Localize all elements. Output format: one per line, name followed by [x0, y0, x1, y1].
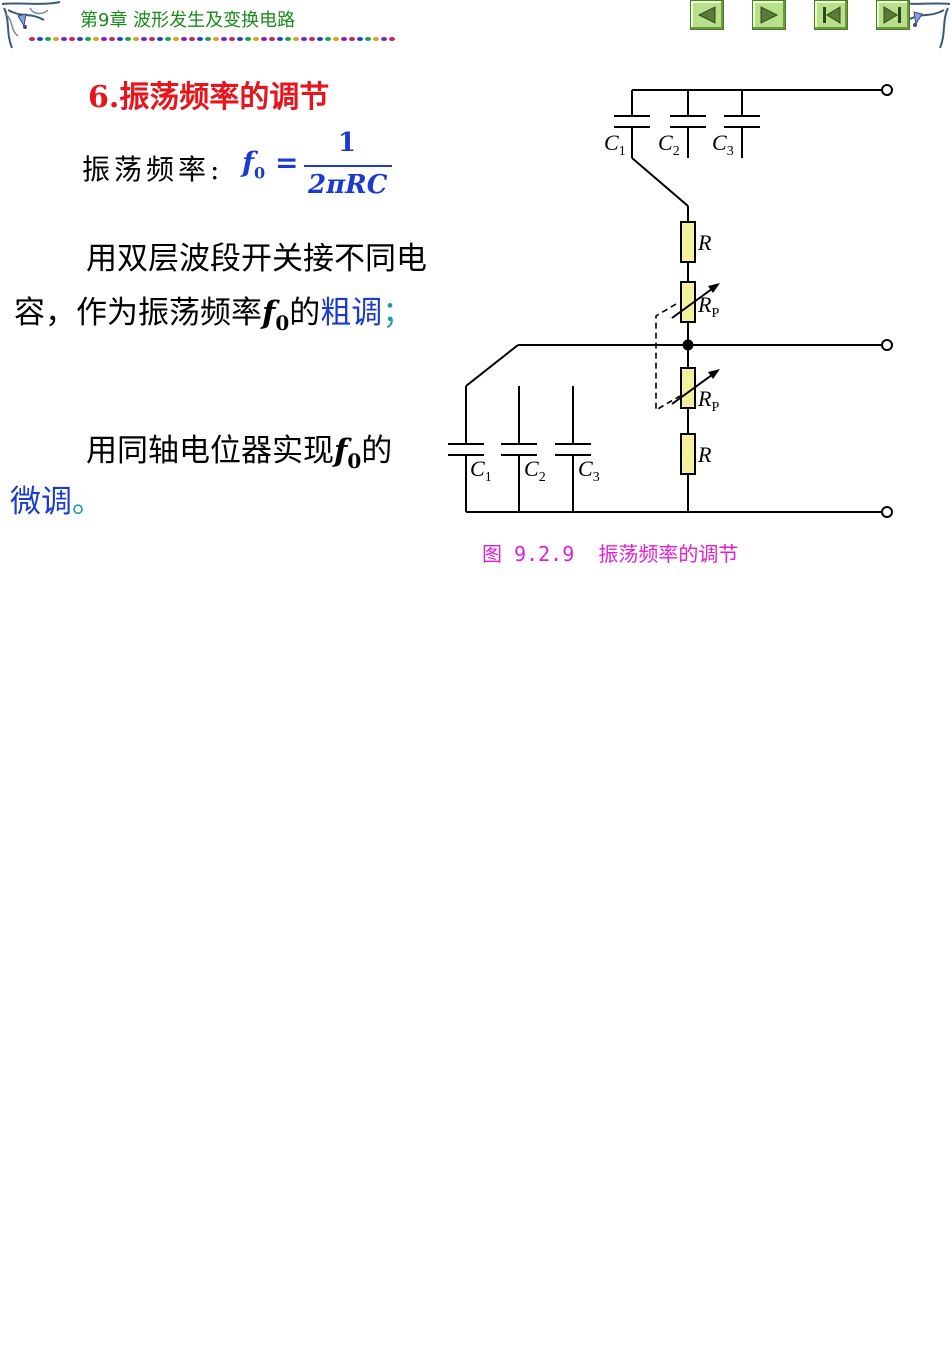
- triangle-right-icon: [760, 6, 779, 24]
- paragraph-coarse-line1: 用双层波段开关接不同电: [86, 241, 427, 277]
- paragraph-coarse-line2: 容，作为振荡频率f0的粗调；: [14, 295, 414, 336]
- terminal-top: [881, 84, 893, 96]
- label-rp-top: RP: [697, 292, 719, 321]
- paragraph-fine-line2: 微调。: [10, 484, 103, 520]
- fine-tuning-term: 微调: [10, 484, 72, 520]
- label-c3-top: C3: [712, 130, 734, 159]
- ganged-link: [655, 303, 681, 412]
- previous-slide-button[interactable]: [690, 0, 724, 30]
- resistor-r-bottom: [680, 433, 696, 475]
- label-rp-bottom: RP: [697, 386, 719, 415]
- next-slide-button[interactable]: [752, 0, 786, 30]
- junction-node: [682, 339, 694, 351]
- figure-caption: 图 9.2.9 振荡频率的调节: [482, 542, 739, 566]
- circuit-diagram: C1 C2 C3 R RP RP R C1 C2 C3: [448, 84, 893, 518]
- top-capacitor-bank: [614, 90, 760, 158]
- formula-lhs: f0 =: [242, 146, 299, 183]
- terminal-bottom: [881, 506, 893, 518]
- label-c3-bottom: C3: [578, 456, 600, 485]
- paragraph-fine-line1: 用同轴电位器实现f0的: [86, 433, 393, 474]
- bottom-switch-arm: [465, 344, 519, 387]
- section-title: 6.振荡频率的调节: [88, 80, 330, 115]
- chapter-title: 第9章 波形发生及变换电路: [80, 10, 296, 31]
- formula-label: 振荡频率:: [82, 153, 224, 186]
- label-r-bottom: R: [697, 442, 712, 467]
- corner-ornament-left: [0, 0, 70, 68]
- first-slide-button[interactable]: [814, 0, 848, 30]
- label-c2-top: C2: [658, 130, 680, 159]
- label-r-top: R: [697, 230, 712, 255]
- formula-numerator: 1: [338, 128, 357, 158]
- skip-to-end-icon: [883, 6, 901, 24]
- label-c1-top: C1: [604, 130, 626, 159]
- skip-to-start-icon: [823, 6, 841, 24]
- terminal-middle: [881, 339, 893, 351]
- bottom-capacitor-bank: [448, 386, 591, 512]
- label-c1-bottom: C1: [470, 456, 492, 485]
- coarse-tuning-term: 粗调: [320, 295, 383, 331]
- triangle-left-icon: [697, 6, 716, 24]
- top-switch-arm: [631, 157, 689, 207]
- formula-denominator: 2πRC: [308, 170, 388, 200]
- last-slide-button[interactable]: [876, 0, 910, 30]
- fraction-bar: [304, 165, 392, 167]
- label-c2-bottom: C2: [524, 456, 546, 485]
- decorative-dotted-rule: [29, 37, 395, 41]
- resistor-r-top: [680, 221, 696, 263]
